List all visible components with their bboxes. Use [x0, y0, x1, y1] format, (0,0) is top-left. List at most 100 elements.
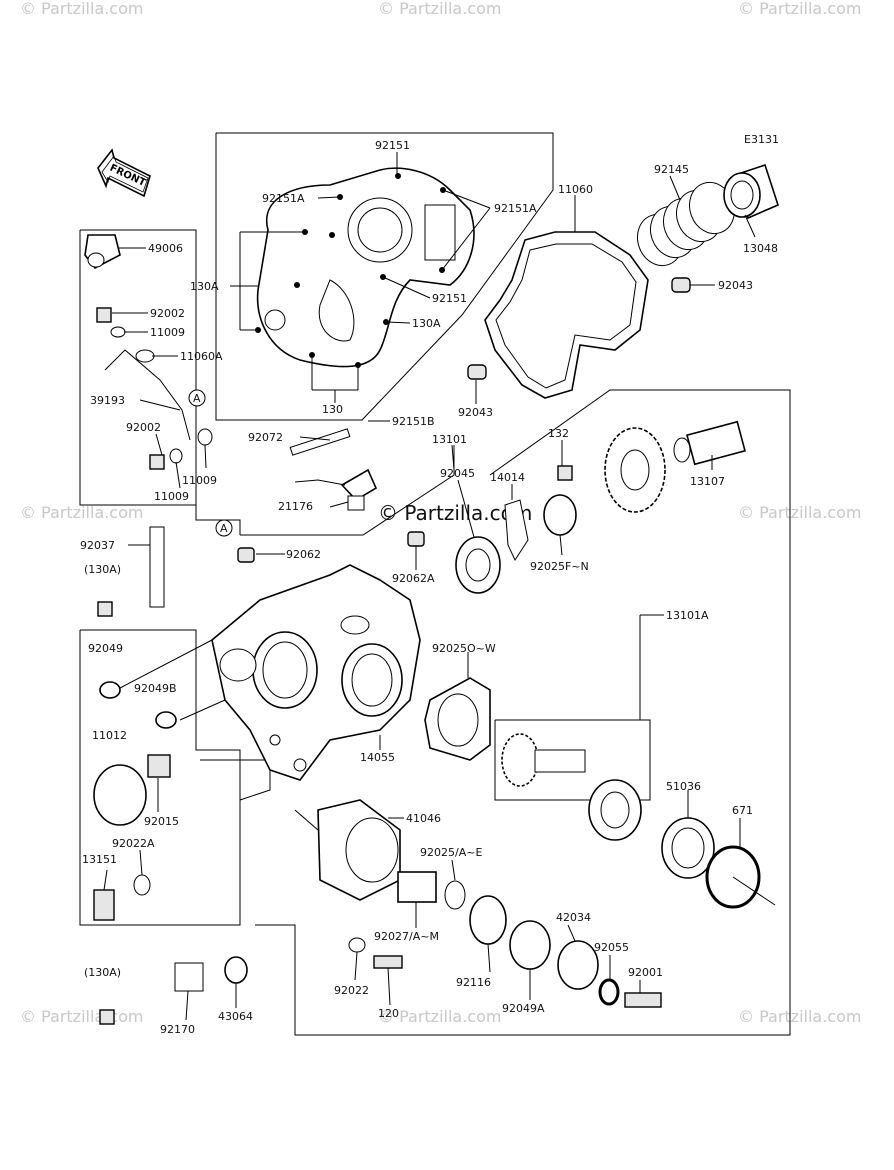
- housing-41046: [317, 799, 401, 901]
- label-92049: 92049: [88, 642, 123, 655]
- pinion-gear-13101A: [501, 733, 642, 841]
- bolt-120: [373, 955, 403, 969]
- watermark-bottom-center: © Partzilla.com: [378, 1007, 501, 1026]
- coupler-13048: [723, 163, 779, 220]
- watermark-top-right: © Partzilla.com: [738, 0, 861, 18]
- cap-43064: [224, 956, 248, 984]
- label-92151-mid: 92151: [432, 292, 467, 305]
- label-120: 120: [378, 1007, 399, 1020]
- label-41046: 41046: [406, 812, 441, 825]
- oring-92055: [598, 978, 620, 1006]
- label-92145: 92145: [654, 163, 689, 176]
- watermark-top-center: © Partzilla.com: [378, 0, 501, 18]
- bearing-92116: [469, 895, 507, 945]
- label-39193: 39193: [90, 394, 125, 407]
- bolt-132: [557, 465, 573, 481]
- label-92002-top: 92002: [150, 307, 185, 320]
- leader-lines: [103, 152, 776, 1021]
- dowel-92043-mid: [467, 364, 487, 380]
- dowel-92062: [237, 547, 255, 563]
- label-92151-top: 92151: [375, 139, 410, 152]
- shim-92025FN: [543, 494, 577, 536]
- label-130: 130: [322, 403, 343, 416]
- cap-92049: [99, 681, 121, 699]
- dowel-92062A: [407, 531, 425, 547]
- callout-a-lower: [215, 519, 233, 537]
- diagram-code: E3131: [744, 133, 779, 146]
- group-frames: [79, 132, 791, 1036]
- shaft-13107: [673, 420, 746, 466]
- label-92045: 92045: [440, 467, 475, 480]
- label-43064: 43064: [218, 1010, 253, 1023]
- label-92022A: 92022A: [112, 837, 155, 850]
- label-130A-left: 130A: [190, 280, 219, 293]
- label-92025FN: 92025F~N: [530, 560, 589, 573]
- label-92049A: 92049A: [502, 1002, 545, 1015]
- label-92062A: 92062A: [392, 572, 435, 585]
- oring-671: [705, 845, 761, 909]
- label-92027AM: 92027/A~M: [374, 930, 439, 943]
- label-13101: 13101: [432, 433, 467, 446]
- label-21176: 21176: [278, 500, 313, 513]
- label-11060: 11060: [558, 183, 593, 196]
- callout-a-upper: [188, 389, 206, 407]
- label-92049B: 92049B: [134, 682, 177, 695]
- dowel-92043-right: [671, 277, 691, 293]
- label-92151B: 92151B: [392, 415, 435, 428]
- watermark-mid-right: © Partzilla.com: [738, 503, 861, 522]
- bolt-130A-bottom: [99, 1009, 115, 1025]
- label-92072: 92072: [248, 431, 283, 444]
- label-92025OW: 92025O~W: [432, 642, 496, 655]
- gasket-14055: [424, 677, 491, 761]
- label-92022: 92022: [334, 984, 369, 997]
- cap-92049B: [155, 711, 177, 729]
- label-11060A: 11060A: [180, 350, 223, 363]
- bearing-92045: [455, 536, 501, 594]
- label-92015: 92015: [144, 815, 179, 828]
- gear-42034: [557, 940, 599, 990]
- label-11009-low: 11009: [154, 490, 189, 503]
- seal-92049A: [509, 920, 551, 970]
- switch-13151: [93, 889, 115, 921]
- label-92151A-right: 92151A: [494, 202, 537, 215]
- label-13107: 13107: [690, 475, 725, 488]
- label-11012: 11012: [92, 729, 127, 742]
- spring-92145: [636, 181, 736, 267]
- label-13101A: 13101A: [666, 609, 709, 622]
- label-51036: 51036: [666, 780, 701, 793]
- label-671: 671: [732, 804, 753, 817]
- washer-92022: [348, 937, 366, 953]
- callout-a-upper-label: A: [193, 392, 201, 405]
- label-14014: 14014: [490, 471, 525, 484]
- watermark-bottom-right: © Partzilla.com: [738, 1007, 861, 1026]
- label-92151A-left: 92151A: [262, 192, 305, 205]
- front-arrow-icon: FRONT: [97, 148, 151, 198]
- collar-92027: [397, 871, 437, 903]
- plate-14014: [504, 499, 529, 562]
- cap-11012: [93, 764, 147, 826]
- label-92043-mid: 92043: [458, 406, 493, 419]
- label-42034: 42034: [556, 911, 591, 924]
- label-13151: 13151: [82, 853, 117, 866]
- label-11009-top: 11009: [150, 326, 185, 339]
- label-92062: 92062: [286, 548, 321, 561]
- watermark-top-left: © Partzilla.com: [20, 0, 143, 18]
- part-labels: 92151 92151A 92151A 11060 92145 13048 49…: [80, 139, 778, 1036]
- shim-92025AE: [444, 880, 466, 910]
- label-92001: 92001: [628, 966, 663, 979]
- label-130A-small: (130A): [84, 563, 121, 576]
- gasket-11060: [484, 231, 649, 399]
- callout-a-lower-label: A: [220, 522, 228, 535]
- label-92170: 92170: [160, 1023, 195, 1036]
- watermark-mid-left: © Partzilla.com: [20, 503, 143, 522]
- bolt-130A-left: [97, 601, 113, 617]
- label-11009-mid: 11009: [182, 474, 217, 487]
- label-13048: 13048: [743, 242, 778, 255]
- label-92025AE: 92025/A~E: [420, 846, 482, 859]
- watermarks: © Partzilla.com © Partzilla.com © Partzi…: [20, 0, 861, 1026]
- label-92116: 92116: [456, 976, 491, 989]
- label-132: 132: [548, 427, 569, 440]
- nut-92015: [147, 754, 171, 778]
- label-49006: 49006: [148, 242, 183, 255]
